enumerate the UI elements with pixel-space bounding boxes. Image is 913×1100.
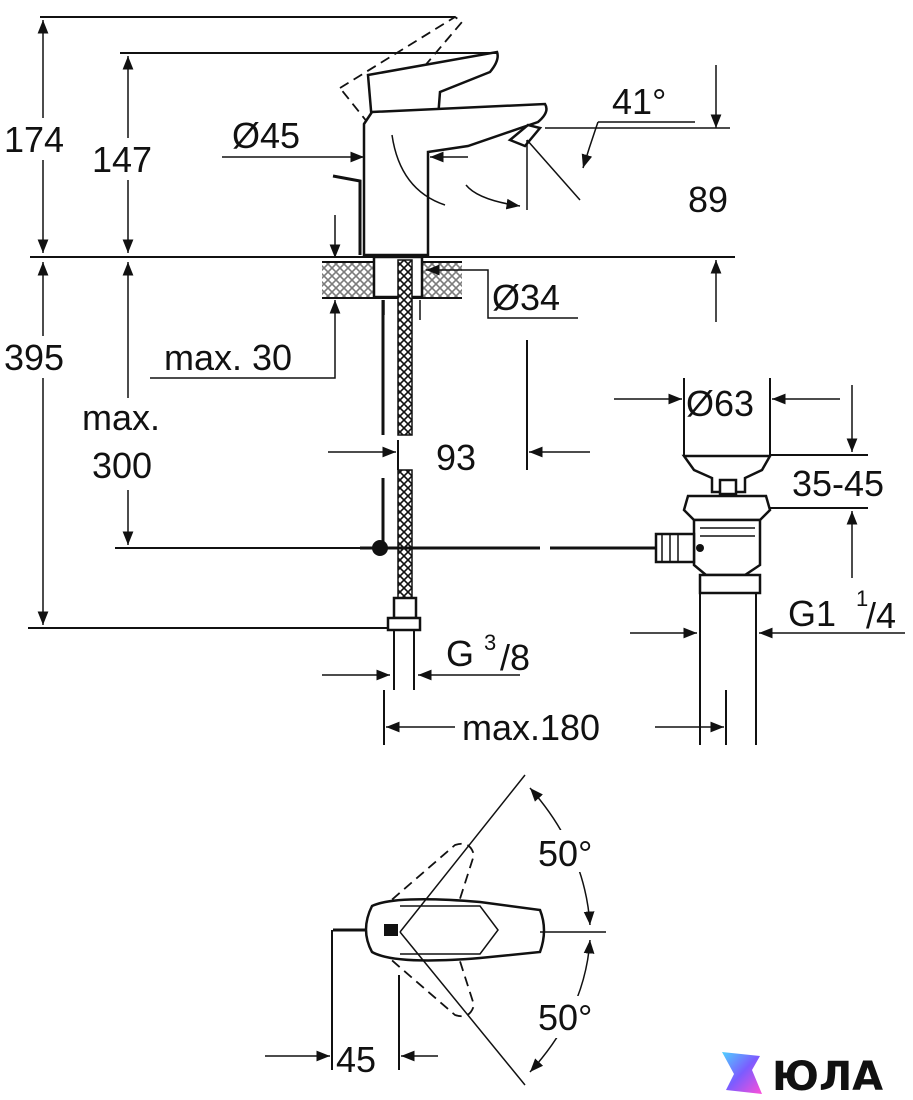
top-view-lever-outline [400,905,499,955]
angle-arc [581,121,599,169]
faucet-top-view: 50° 50° 45 [265,774,615,1086]
yula-logo: ЮЛА [722,1052,883,1100]
angle-50-top-label: 50° [538,833,592,874]
dim-300-label: 300 [92,445,152,486]
g38-label: G [446,633,474,674]
nut-threads [661,534,679,562]
diameter-63-label: Ø63 [686,383,754,424]
g38-numerator: 3 [484,630,496,655]
g38-denominator: /8 [500,637,530,678]
drain-plug [681,454,773,494]
g1-denominator: /4 [866,595,896,636]
braided-hose-lower [397,469,413,601]
dim-max-label: max. [82,397,160,438]
g1-numerator: 1 [856,586,868,611]
dim-45-bottom-label: 45 [336,1039,376,1080]
ray-up [399,774,526,933]
dim-174-label: 174 [4,119,64,160]
braided-hose-upper [397,259,413,436]
diameter-45-label: Ø45 [232,115,300,156]
swing-arc-1 [391,134,446,206]
dim-89-label: 89 [688,179,728,220]
side-pivot [696,544,704,552]
spout-angle-line [526,139,581,201]
drain-side-nut [654,532,696,564]
dim-395-label: 395 [4,337,64,378]
linkage-clip [372,540,388,556]
dim-35-45-label: 35-45 [792,463,884,504]
dim-max30-leader [150,340,336,379]
dim-34-leader [440,269,578,319]
pop-up-drain: Ø63 35-45 G1 1 /4 max.180 [383,378,910,748]
faucet-body [362,102,548,257]
ray-down [399,931,526,1086]
pop-up-rod [332,174,362,255]
angle-41-label: 41° [612,81,666,122]
angle-50-bottom-label: 50° [538,997,592,1038]
indicator-dot [384,924,398,936]
plug-knob [718,478,738,496]
dim-93-label: 93 [436,437,476,478]
lever-solid [366,50,499,124]
diameter-34-label: Ø34 [492,277,560,318]
hose-connector [386,616,422,632]
drain-flange [682,494,772,522]
spout-outlet [507,123,543,148]
hose-nut [392,596,418,620]
drain-thread [698,573,762,595]
lever-rotated-down [378,928,475,1018]
faucet-side-view: 41° 89 Ø45 174 147 395 max. 300 [2,15,735,690]
logo-text: ЮЛА [772,1054,883,1100]
dim-max180-label: max.180 [462,707,600,748]
swing-arc-2 [465,184,521,210]
lever-rotated-up [378,842,475,932]
dim-max30-label: max. 30 [164,337,292,378]
g1-label: G1 [788,593,836,634]
logo-star-icon [722,1052,762,1094]
drain-body-ribs [700,527,755,537]
dim-147-label: 147 [92,139,152,180]
